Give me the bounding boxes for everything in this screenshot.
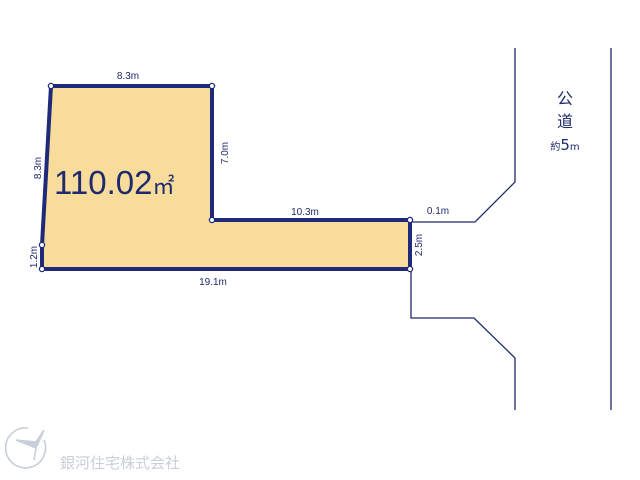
dim-notch-horizontal: 10.3m bbox=[291, 207, 319, 218]
corner-marker bbox=[208, 82, 216, 90]
road-label-line2: 道 bbox=[557, 112, 573, 131]
dim-corner-offset: 0.1m bbox=[427, 206, 449, 217]
dim-bottom: 19.1m bbox=[199, 277, 227, 288]
dim-right-edge: 2.5m bbox=[414, 234, 425, 256]
corner-markers bbox=[38, 82, 414, 273]
company-name: 銀河住宅株式会社 bbox=[60, 454, 180, 472]
road-upper-edge bbox=[411, 48, 516, 223]
corner-marker bbox=[406, 216, 414, 224]
corner-marker bbox=[47, 82, 55, 90]
road-boundary-lines bbox=[410, 48, 612, 410]
corner-marker bbox=[38, 241, 46, 249]
road-width-unit: m bbox=[570, 142, 580, 153]
area-value: 110.02 bbox=[54, 164, 152, 201]
dim-top: 8.3m bbox=[117, 71, 139, 82]
dim-left-upper: 8.3m bbox=[33, 157, 44, 179]
lot-polygon bbox=[40, 84, 412, 271]
road-lower-edge bbox=[410, 270, 516, 410]
bird-logo-icon bbox=[4, 427, 47, 469]
road-width-value: 5 bbox=[560, 136, 570, 154]
dim-notch-vertical: 7.0m bbox=[220, 142, 231, 164]
road-label-line1: 公 bbox=[557, 89, 573, 108]
area-unit: ㎡ bbox=[152, 174, 174, 199]
corner-marker bbox=[208, 216, 216, 224]
dim-left-lower: 1.2m bbox=[29, 246, 40, 268]
corner-marker bbox=[406, 265, 414, 273]
road-width-prefix: 約 bbox=[550, 140, 560, 153]
area-label: 110.02㎡ bbox=[54, 164, 175, 201]
corner-marker bbox=[38, 265, 46, 273]
road-width-label: 約5m bbox=[550, 136, 579, 154]
